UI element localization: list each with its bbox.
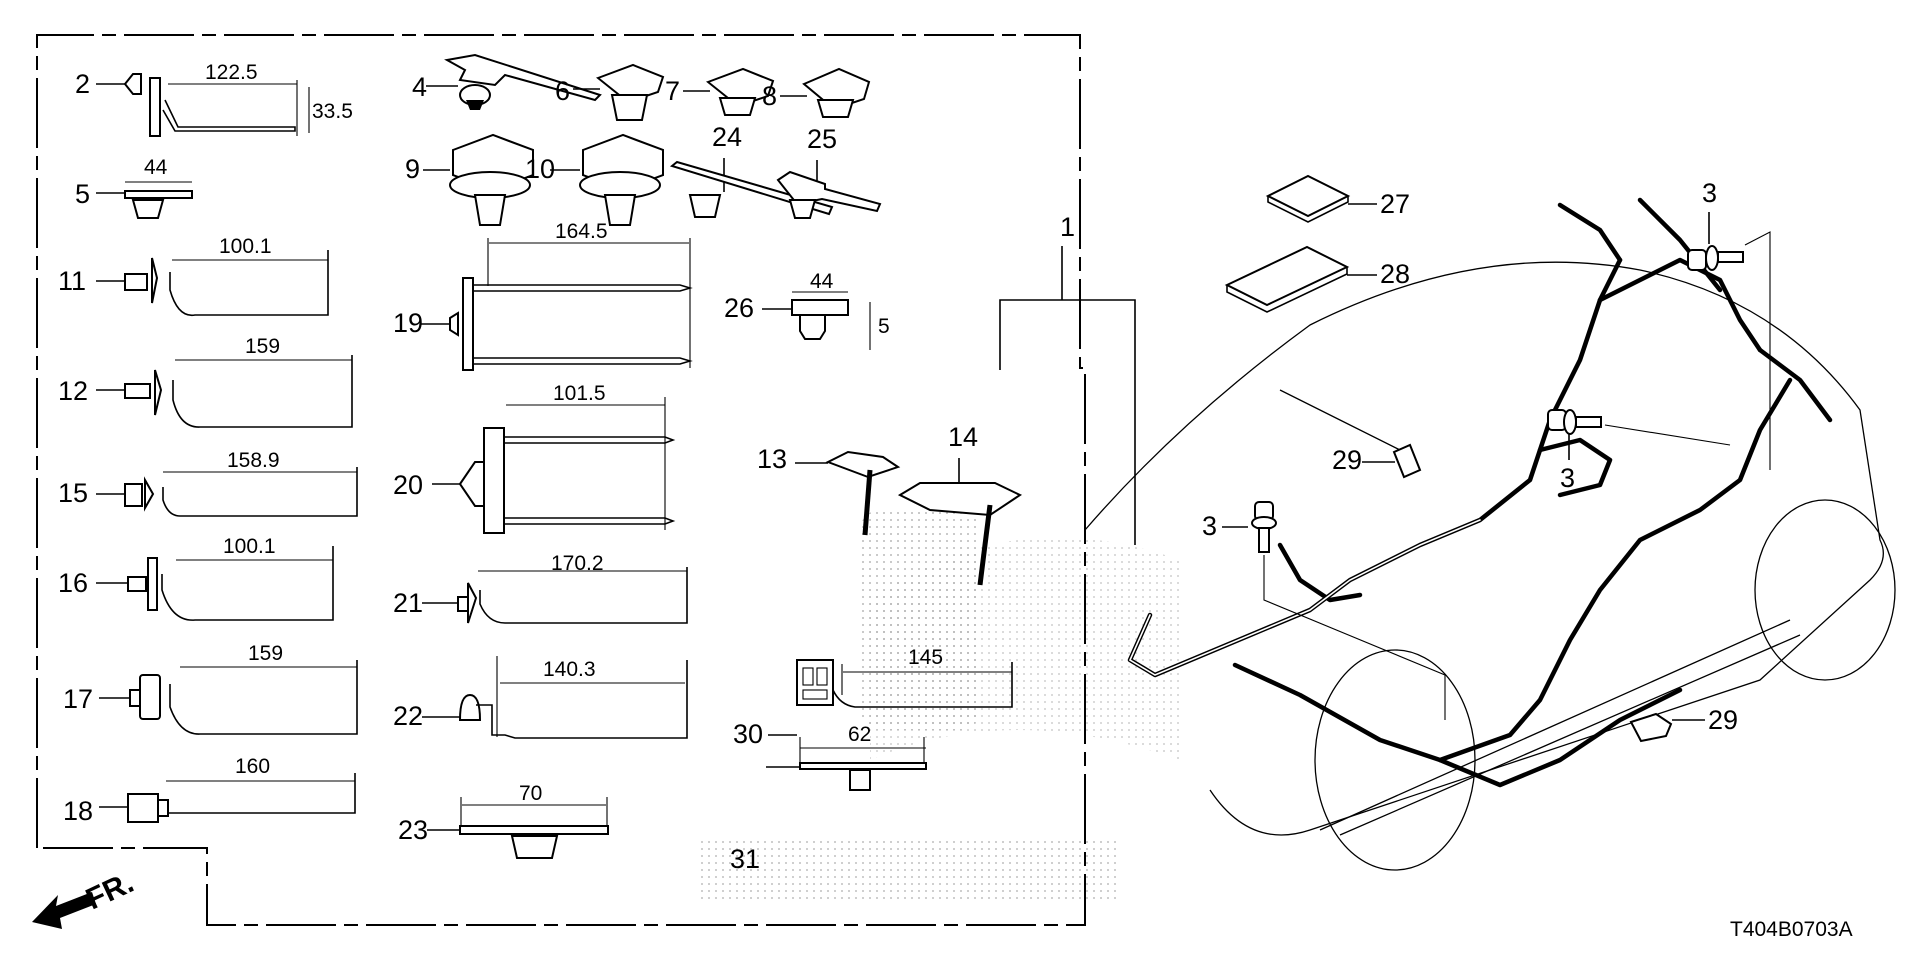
part-25-clip[interactable]: 25 bbox=[776, 124, 882, 219]
callout-29-lower: 29 bbox=[1708, 705, 1738, 735]
callout-8: 8 bbox=[762, 81, 777, 111]
part-27-pad[interactable]: 27 bbox=[1265, 174, 1410, 223]
part-23-clip[interactable]: 23 70 bbox=[398, 782, 609, 859]
part-28-pad[interactable]: 28 bbox=[1224, 245, 1410, 313]
part-3-bolt-mid[interactable]: 3 bbox=[1547, 409, 1731, 493]
callout-1: 1 bbox=[1060, 212, 1075, 242]
dimension-20-length: 101.5 bbox=[553, 382, 606, 405]
part-7-clip[interactable]: 7 bbox=[665, 67, 775, 116]
part-15-band-clip[interactable]: 15 158.9 bbox=[58, 449, 358, 517]
part-22-band-clip[interactable]: 22 140.3 bbox=[393, 656, 688, 739]
part-31-clip[interactable]: 31 62 bbox=[730, 723, 927, 874]
dimension-11-length: 100.1 bbox=[219, 235, 272, 258]
dimension-15-length: 158.9 bbox=[227, 449, 280, 472]
callout-10: 10 bbox=[525, 154, 555, 184]
part-14-clip[interactable]: 14 bbox=[897, 422, 1023, 586]
part-5-clip[interactable]: 5 44 bbox=[75, 156, 193, 219]
callout-21: 21 bbox=[393, 588, 423, 618]
vehicle-body-outline bbox=[1084, 261, 1896, 871]
part-21-band-clip[interactable]: 21 170.2 bbox=[393, 552, 688, 624]
part-29-clip-lower[interactable]: 29 bbox=[1629, 705, 1738, 743]
part-18-band-clip[interactable]: 18 160 bbox=[63, 755, 356, 826]
part-26-clip[interactable]: 26 44 5 bbox=[724, 270, 890, 350]
dimension-17-length: 159 bbox=[248, 642, 283, 665]
dimension-16-length: 100.1 bbox=[223, 535, 276, 558]
dimension-2-length: 122.5 bbox=[205, 61, 258, 84]
part-10-clip[interactable]: 10 bbox=[525, 133, 664, 226]
callout-28: 28 bbox=[1380, 259, 1410, 289]
dimension-26-height: 5 bbox=[878, 315, 890, 338]
dimension-18-length: 160 bbox=[235, 755, 270, 778]
callout-16: 16 bbox=[58, 568, 88, 598]
callout-23: 23 bbox=[398, 815, 428, 845]
dimension-31-length: 62 bbox=[848, 723, 871, 746]
callout-14: 14 bbox=[948, 422, 978, 452]
part-1-callout[interactable]: 1 bbox=[999, 212, 1136, 545]
part-9-clip[interactable]: 9 bbox=[405, 133, 534, 226]
callout-5: 5 bbox=[75, 179, 90, 209]
dimension-12-length: 159 bbox=[245, 335, 280, 358]
callout-7: 7 bbox=[665, 76, 680, 106]
callout-29-upper: 29 bbox=[1332, 445, 1362, 475]
watermark-logo bbox=[700, 510, 1180, 900]
part-3-bolt-top[interactable]: 3 bbox=[1687, 178, 1771, 470]
callout-18: 18 bbox=[63, 796, 93, 826]
callout-12: 12 bbox=[58, 376, 88, 406]
dimension-21-length: 170.2 bbox=[551, 552, 604, 575]
callout-4: 4 bbox=[412, 72, 427, 102]
dimension-2-height: 33.5 bbox=[312, 100, 353, 123]
drawing-code: T404B0703A bbox=[1730, 918, 1853, 941]
part-29-clip-upper[interactable]: 29 bbox=[1332, 443, 1422, 479]
part-2-harness-clip[interactable]: 2 122.5 33.5 bbox=[75, 61, 353, 137]
part-11-band-clip[interactable]: 11 100.1 bbox=[58, 235, 329, 317]
part-3-bolt-lower[interactable]: 3 bbox=[1202, 501, 1446, 720]
front-direction-label: FR. bbox=[81, 866, 139, 916]
callout-13: 13 bbox=[757, 444, 787, 474]
callout-31: 31 bbox=[730, 844, 760, 874]
part-4-clip[interactable]: 4 bbox=[412, 53, 602, 110]
callout-6: 6 bbox=[555, 76, 570, 106]
callout-2: 2 bbox=[75, 69, 90, 99]
dimension-26-length: 44 bbox=[810, 270, 834, 293]
callout-17: 17 bbox=[63, 684, 93, 714]
callout-11: 11 bbox=[58, 266, 86, 296]
part-17-band-clip[interactable]: 17 159 bbox=[63, 642, 358, 735]
callout-22: 22 bbox=[393, 701, 423, 731]
callout-25: 25 bbox=[807, 124, 837, 154]
main-wire-harness[interactable] bbox=[1127, 197, 1833, 788]
part-8-clip[interactable]: 8 bbox=[762, 67, 871, 118]
part-20-cable-tie-clip[interactable]: 20 101.5 bbox=[393, 382, 676, 534]
part-30-connector-clip[interactable]: 30 145 bbox=[733, 646, 1013, 749]
dimension-23-length: 70 bbox=[519, 782, 542, 805]
clamp-group-boundary bbox=[36, 34, 1086, 926]
callout-3-lower: 3 bbox=[1202, 511, 1217, 541]
callout-27: 27 bbox=[1380, 189, 1410, 219]
callout-26: 26 bbox=[724, 293, 754, 323]
dimension-5-length: 44 bbox=[144, 156, 168, 179]
dimension-30-length: 145 bbox=[908, 646, 943, 669]
callout-20: 20 bbox=[393, 470, 423, 500]
callout-3-top: 3 bbox=[1702, 178, 1717, 208]
callout-9: 9 bbox=[405, 154, 420, 184]
part-12-band-clip[interactable]: 12 159 bbox=[58, 335, 353, 428]
callout-24: 24 bbox=[712, 122, 742, 152]
dimension-19-length: 164.5 bbox=[555, 220, 608, 243]
dimension-22-length: 140.3 bbox=[543, 658, 596, 681]
part-13-clip[interactable]: 13 bbox=[757, 444, 901, 536]
callout-19: 19 bbox=[393, 308, 423, 338]
callout-15: 15 bbox=[58, 478, 88, 508]
part-19-cable-tie-clip[interactable]: 19 164.5 bbox=[393, 220, 693, 371]
part-6-clip[interactable]: 6 bbox=[555, 63, 665, 121]
front-direction-arrow: FR. bbox=[32, 866, 139, 929]
callout-30: 30 bbox=[733, 719, 763, 749]
part-16-band-clip[interactable]: 16 100.1 bbox=[58, 535, 334, 621]
callout-3-mid: 3 bbox=[1560, 463, 1575, 493]
